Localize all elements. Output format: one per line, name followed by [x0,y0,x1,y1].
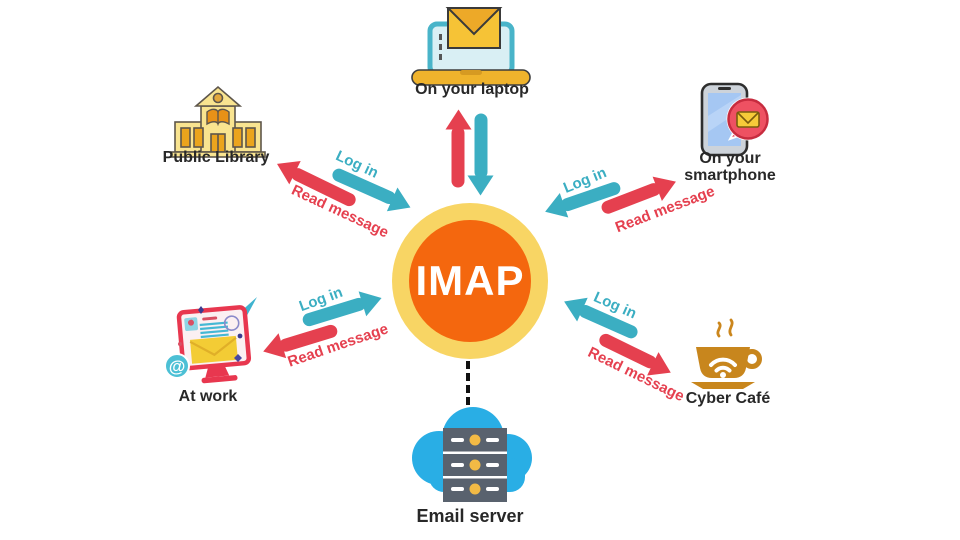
imap-inner-circle: IMAP [409,220,531,342]
imap-label: IMAP [415,257,525,304]
envelope-icon [189,335,238,364]
library-icon [170,85,266,158]
laptop-label: On your laptop [415,81,529,98]
imap-circle: IMAP [392,203,548,359]
cafe-label: Cyber Café [685,390,771,407]
coffee-cup [696,347,750,378]
work-icon: @ [164,297,257,384]
server-icon [412,407,532,502]
work-label: At work [178,388,238,405]
smartphone-icon [700,82,770,157]
server-connector-line [466,361,470,405]
smartphone-label: On your smartphone [684,150,776,184]
at-symbol: @ [169,357,186,376]
monitor-stand [201,375,238,384]
library-label: Public Library [162,149,270,166]
laptop-icon [411,7,531,86]
read-arrow-laptop [445,109,471,188]
login-arrow-laptop [468,113,494,196]
wifi-icon [709,357,737,367]
server-label: Email server [416,506,524,526]
saucer [691,382,755,389]
steam-icon [716,321,722,338]
cafe-icon [691,318,762,389]
envelope-icon [736,111,760,128]
at-icon [164,353,190,379]
